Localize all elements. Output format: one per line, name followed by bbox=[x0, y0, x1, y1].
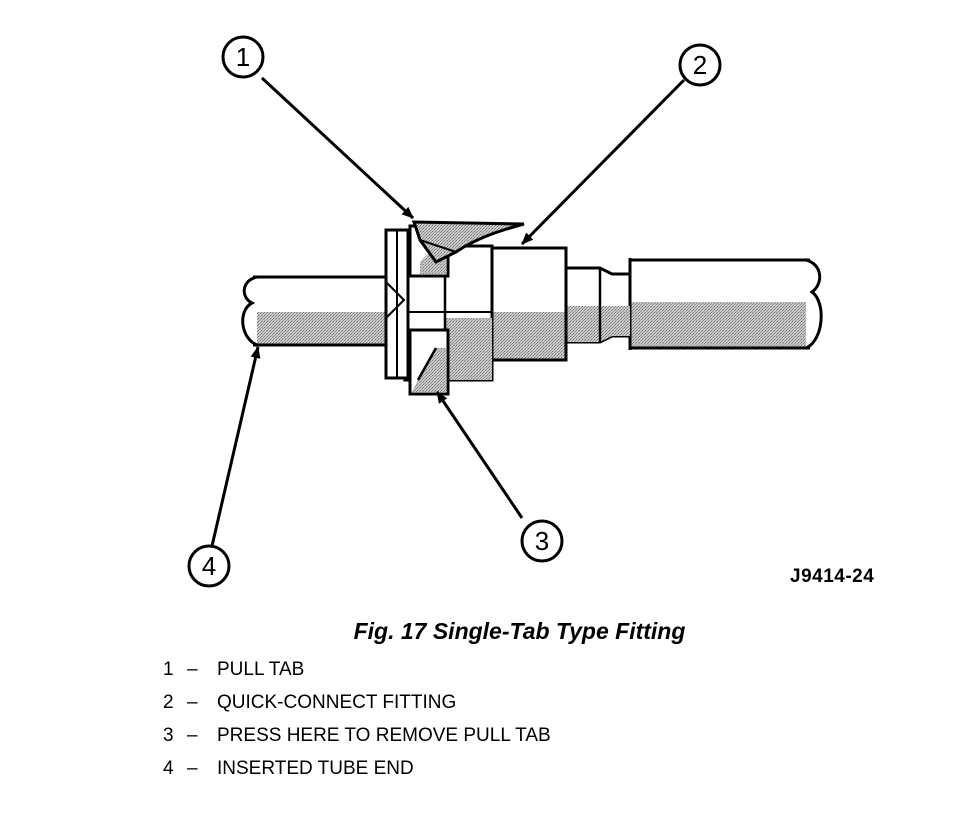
callout-2-number: 2 bbox=[693, 50, 707, 80]
callout-1-number: 1 bbox=[236, 42, 250, 72]
legend-text: PULL TAB bbox=[217, 659, 305, 680]
legend-number: 2 bbox=[163, 692, 174, 713]
legend-number: 3 bbox=[163, 725, 174, 746]
fitting-neck bbox=[563, 266, 632, 344]
quick-connect-fitting bbox=[384, 224, 568, 396]
pull-tab bbox=[411, 220, 525, 264]
legend-text: PRESS HERE TO REMOVE PULL TAB bbox=[217, 725, 551, 746]
callout-3: 3 bbox=[520, 519, 564, 563]
inserted-tube bbox=[241, 275, 393, 347]
legend-dash: – bbox=[187, 758, 198, 779]
legend-item: 3–PRESS HERE TO REMOVE PULL TAB bbox=[163, 725, 551, 758]
legend-item: 1–PULL TAB bbox=[163, 659, 551, 692]
legend-number: 4 bbox=[163, 758, 174, 779]
legend-text: QUICK-CONNECT FITTING bbox=[217, 692, 457, 713]
legend-dash: – bbox=[187, 659, 198, 680]
leader-line-2 bbox=[520, 78, 686, 246]
legend-number: 1 bbox=[163, 659, 174, 680]
leader-line-1 bbox=[260, 76, 415, 220]
legend-list: 1–PULL TAB 2–QUICK-CONNECT FITTING 3–PRE… bbox=[163, 659, 551, 791]
legend-dash: – bbox=[187, 725, 198, 746]
callout-3-number: 3 bbox=[535, 526, 549, 556]
callout-4-number: 4 bbox=[202, 551, 216, 581]
legend-text: INSERTED TUBE END bbox=[217, 758, 414, 779]
callout-4: 4 bbox=[187, 544, 231, 588]
right-tube bbox=[628, 258, 823, 350]
figure-caption: Fig. 17 Single-Tab Type Fitting bbox=[353, 618, 686, 644]
legend-dash: – bbox=[187, 692, 198, 713]
legend-item: 2–QUICK-CONNECT FITTING bbox=[163, 692, 551, 725]
leader-line-4 bbox=[210, 346, 261, 547]
fitting-diagram: 1 2 3 4 bbox=[187, 35, 823, 588]
legend-item: 4–INSERTED TUBE END bbox=[163, 758, 551, 791]
callout-1: 1 bbox=[221, 35, 265, 79]
leader-line-3 bbox=[435, 391, 524, 519]
figure-code: J9414-24 bbox=[790, 566, 875, 587]
callout-2: 2 bbox=[678, 43, 722, 87]
